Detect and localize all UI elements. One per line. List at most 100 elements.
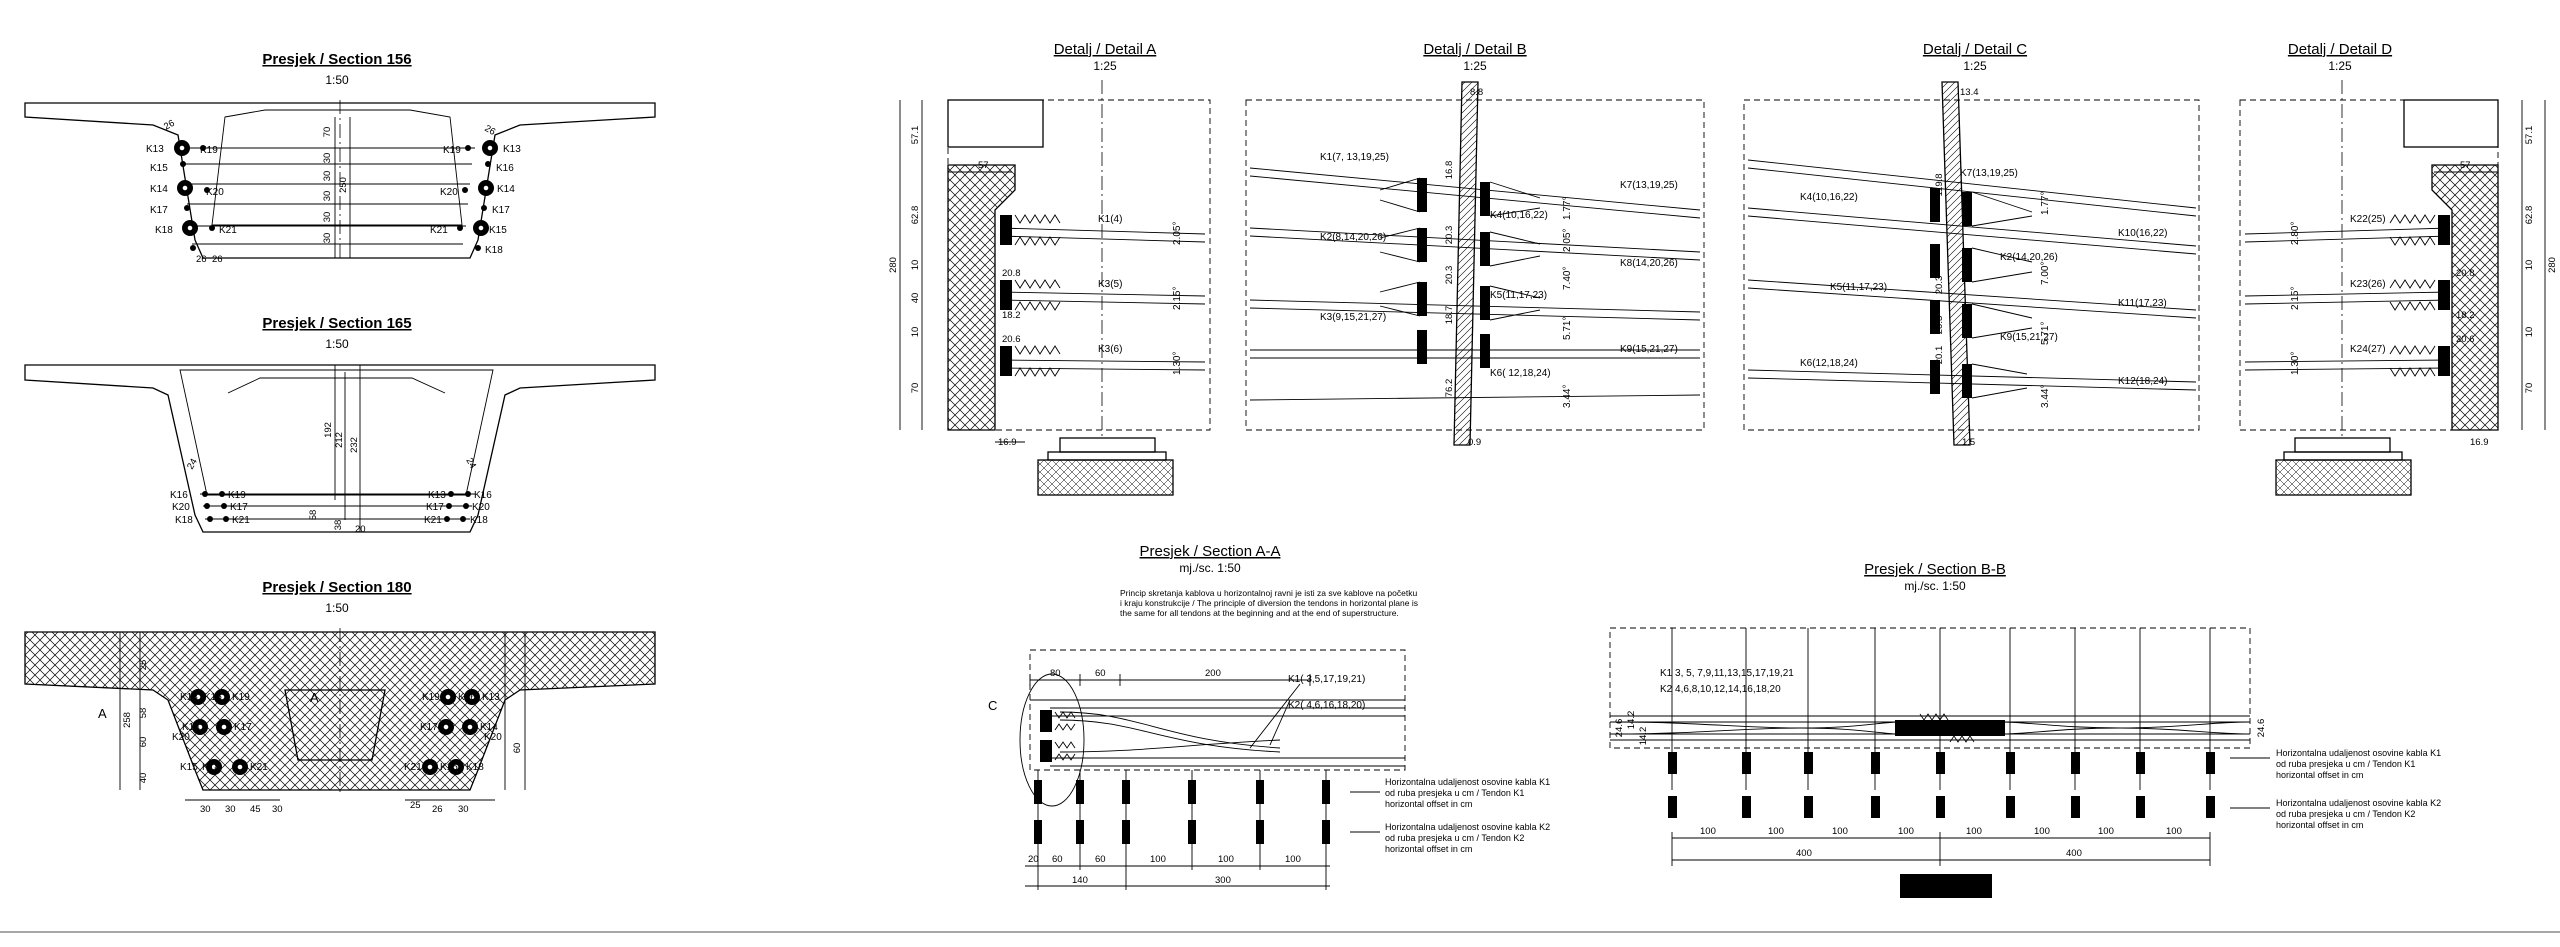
- s180-r1: K16: [458, 692, 476, 703]
- detail-d-angle-0: 2.80°: [2290, 222, 2301, 245]
- s156-label-r2: K14: [497, 184, 515, 195]
- section-bb-botdim-0: 100: [1700, 826, 1716, 837]
- detail-c-dim-3: 20.3: [1934, 316, 1945, 335]
- section-bb-legend-5: horizontal offset in cm: [2276, 820, 2363, 830]
- s165-dimv-2: 232: [349, 437, 360, 453]
- s180-l6: K15: [180, 762, 198, 773]
- detail-c-label-3: K2(14,20,26): [2000, 252, 2058, 263]
- detail-c-ref: C: [988, 698, 997, 713]
- detail-c-title: Detalj / Detail C: [1923, 41, 2027, 58]
- detail-a-dimv-3: 20.8: [1002, 268, 1021, 279]
- s180-r6: K21: [404, 762, 422, 773]
- s165-inner-r2: K21: [424, 515, 442, 526]
- section-bb-bottotal-0: 400: [1796, 848, 1812, 859]
- detail-a-angle-2: 1.30°: [1172, 352, 1183, 375]
- section-bb-legend-3: Horizontalna udaljenost osovine kabla K2: [2276, 798, 2441, 808]
- detail-b-scale: 1:25: [1463, 59, 1487, 73]
- section-bb-side-1: 14.2: [1626, 711, 1637, 730]
- s180-r8: K18: [466, 762, 484, 773]
- s180-dimb-2: 45: [250, 804, 261, 815]
- section-bb-k2-markers: [1668, 796, 2215, 818]
- s180-r3: K17: [420, 722, 438, 733]
- detail-b-dim-0: 8.8: [1470, 87, 1483, 98]
- s165-label-r1: K20: [472, 502, 490, 513]
- s180-l5: K20: [172, 732, 190, 743]
- detail-b-label-4: K5(11,17,23): [1490, 290, 1547, 301]
- section-bb-side-2: 14.2: [1638, 727, 1649, 746]
- s180-l2: K19: [232, 692, 250, 703]
- detail-d-scale: 1:25: [2328, 59, 2352, 73]
- s156-dimv-4: 30: [322, 212, 333, 223]
- detail-d-label-2: K24(27): [2350, 344, 2386, 355]
- section-aa-botdim-0: 20: [1028, 854, 1039, 865]
- s156-label-r3: K17: [492, 205, 510, 216]
- detail-c-label-8: K12(18,24): [2118, 376, 2167, 387]
- section-165: Presjek / Section 165 1:50 K16 K20 K18 K…: [24, 315, 656, 535]
- detail-b-dim-6: 0.9: [1468, 437, 1481, 448]
- detail-c-label-4: K5(11,17,23): [1830, 282, 1887, 293]
- section-aa-cable-0: K1( 3,5,17,19,21): [1288, 674, 1365, 685]
- detail-a-label-0: K1(4): [1098, 214, 1122, 225]
- detail-d-angle-2: 1.30°: [2290, 352, 2301, 375]
- s180-cut-left: A: [98, 706, 107, 721]
- detail-b-label-5: K6( 12,18,24): [1490, 368, 1551, 379]
- detail-d-dimv-7: 70: [2524, 383, 2535, 394]
- detail-c-angle-0: 1.77°: [2040, 192, 2051, 215]
- section-bb-botdim-2: 100: [1832, 826, 1848, 837]
- section-156-title: Presjek / Section 156: [262, 51, 411, 68]
- section-aa-topdim-2: 200: [1205, 668, 1221, 679]
- detail-b-dim-3: 20.3: [1444, 266, 1455, 285]
- section-bb-cable-0: K1 3, 5, 7,9,11,13,15,17,19,21: [1660, 668, 1794, 679]
- detail-c-label-7: K6(12,18,24): [1800, 358, 1858, 369]
- section-aa-legend-3: Horizontalna udaljenost osovine kabla K2: [1385, 822, 1550, 832]
- detail-d-dimv-4: 10: [2524, 327, 2535, 338]
- section-180-title: Presjek / Section 180: [262, 579, 411, 596]
- s156-label-r1: K16: [496, 163, 514, 174]
- s180-dimb-0: 30: [200, 804, 211, 815]
- section-aa-note: Princip skretanja kablova u horizontalno…: [1120, 588, 1418, 618]
- s165-label-l0: K16: [170, 490, 188, 501]
- detail-d-dimv-3: 20.8: [2456, 268, 2475, 279]
- s156-label-l3: K17: [150, 205, 168, 216]
- detail-b-angle-2: 7.40°: [1562, 267, 1573, 290]
- s156-inner-r2: K21: [430, 225, 448, 236]
- detail-d-anchors: [2389, 214, 2450, 377]
- section-165-title: Presjek / Section 165: [262, 315, 411, 332]
- section-bb-legend-2: horizontal offset in cm: [2276, 770, 2363, 780]
- section-bb-botdim-4: 100: [1966, 826, 1982, 837]
- s156-inner-l1: K20: [206, 187, 224, 198]
- section-180-scale: 1:50: [325, 601, 349, 615]
- detail-b-angle-4: 3.44°: [1562, 385, 1573, 408]
- s180-dimb-5: 26: [432, 804, 443, 815]
- detail-b-angle-1: 2.05°: [1562, 229, 1573, 252]
- detail-a-dimh-1: 16.9: [998, 437, 1017, 448]
- detail-b-dim-1: 16.8: [1444, 161, 1455, 180]
- section-bb-botdim-7: 100: [2166, 826, 2182, 837]
- s156-label-l2: K14: [150, 184, 168, 195]
- s180-l7: K18: [202, 762, 220, 773]
- detail-d-dimv-2: 10: [2524, 260, 2535, 271]
- s165-dimlow-1: 38: [333, 520, 344, 531]
- s165-label-l2: K18: [175, 515, 193, 526]
- detail-a-dimv-4: 40: [910, 293, 921, 304]
- s165-dimv-0: 192: [323, 422, 334, 438]
- detail-a-bearing: [1037, 437, 1174, 496]
- detail-d-dimv-0: 57.1: [2524, 126, 2535, 145]
- section-aa-legend-1: od ruba presjeka u cm / Tendon K1: [1385, 788, 1524, 798]
- section-156-tendons-right: [457, 140, 498, 251]
- section-165-tendons: [202, 491, 471, 522]
- s180-dimv-3: 60: [512, 743, 523, 754]
- detail-d-web: [2431, 164, 2499, 431]
- detail-b-angle-3: 5.71°: [1562, 317, 1573, 340]
- s180-r0: K19: [422, 692, 440, 703]
- detail-a-dimh-0: 57: [978, 160, 989, 171]
- s180-r7: K15: [440, 762, 458, 773]
- detail-d-dimv-8: 280: [2547, 257, 2558, 273]
- detail-b-diaphragm: [1453, 81, 1479, 446]
- detail-b-dim-4: 18.7: [1444, 306, 1455, 325]
- s180-l3: K14: [182, 722, 200, 733]
- s165-dimv-1: 212: [334, 432, 345, 448]
- s156-dimv-1: 30: [322, 153, 333, 164]
- detail-a-dimv-9: 280: [888, 257, 899, 273]
